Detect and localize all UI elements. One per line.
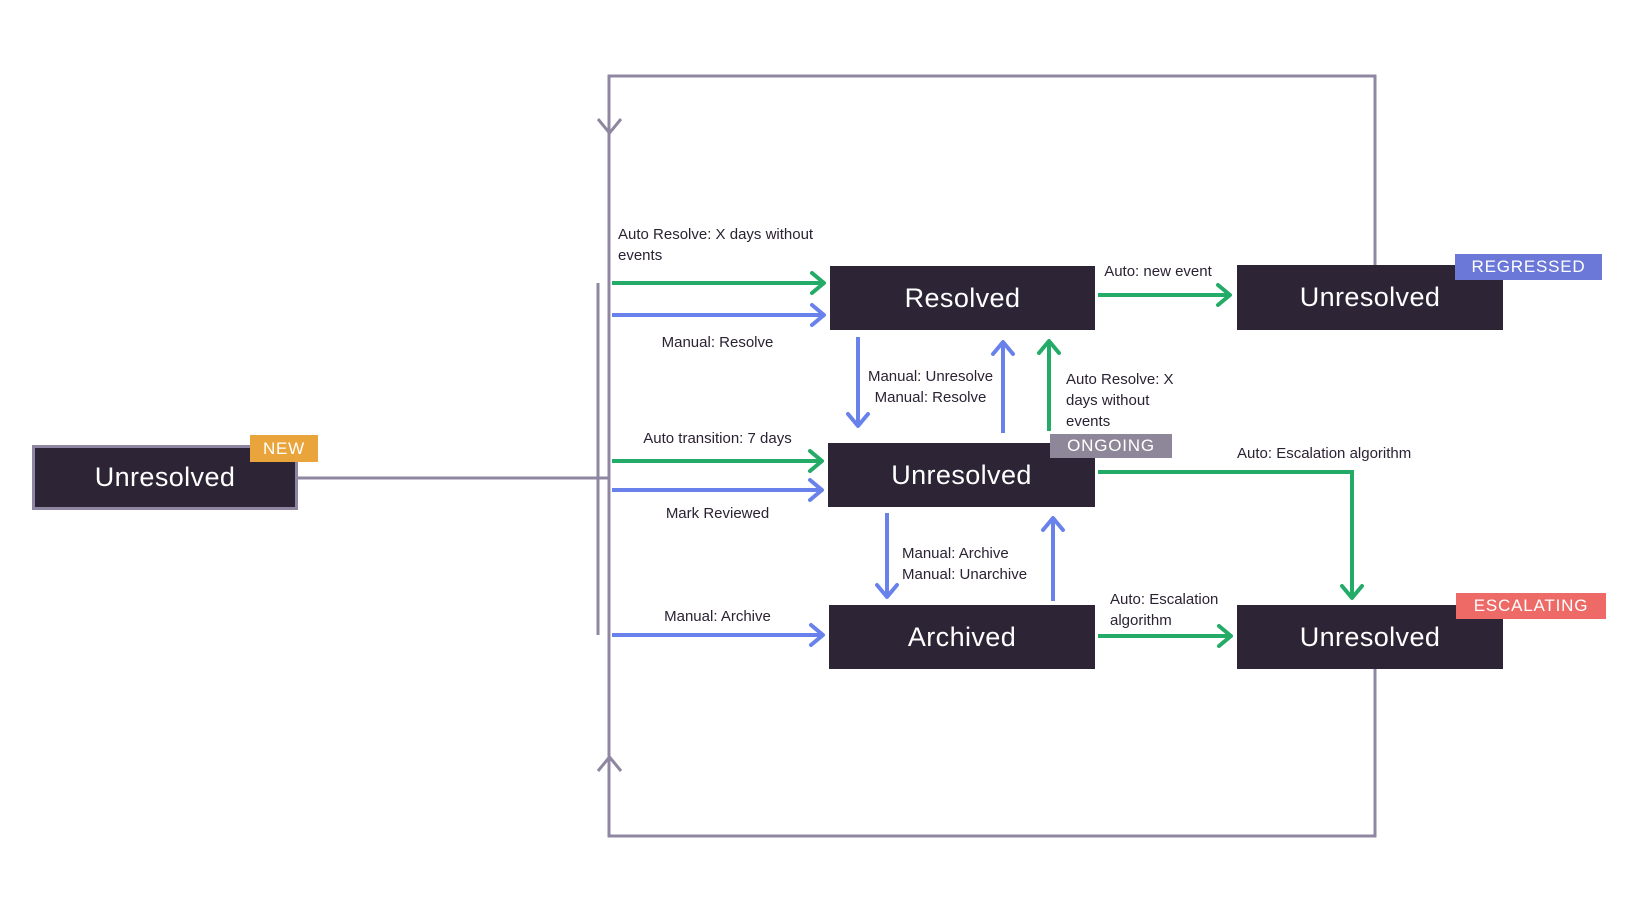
loop-rectangle	[607, 74, 1377, 838]
edge-label-manual-archive: Manual: Archive	[902, 545, 1009, 562]
status-badge-escalating: ESCALATING	[1456, 593, 1606, 619]
edge-label-manual-unarchive: Manual: Unarchive	[902, 566, 1028, 583]
node-label: Unresolved	[94, 462, 236, 492]
edge-label-auto-escalation-top: Auto: Escalation algorithm	[1237, 445, 1412, 462]
loop-arrow-up-icon	[596, 754, 623, 772]
edge-label-mark-reviewed: Mark Reviewed	[665, 505, 770, 522]
loop-arrow-down-icon	[596, 118, 623, 136]
edge-label-manual-unresolve: Manual: Unresolve	[867, 368, 994, 385]
edge-label-manual-unresolve-resolve: Manual: Unresolve Manual: Resolve	[858, 366, 1003, 408]
edge-label-manual-resolve-left: Manual: Resolve	[661, 334, 774, 351]
node-label: Unresolved	[891, 459, 1032, 490]
node-resolved: Resolved	[830, 266, 1095, 330]
node-label: Resolved	[904, 282, 1021, 313]
node-label: Unresolved	[1299, 282, 1441, 312]
edge-label-auto-resolve-right: Auto Resolve: X days without events	[1066, 371, 1174, 430]
auto-edges	[612, 271, 1364, 648]
edge-label-auto-transition: Auto transition: 7 days	[643, 430, 792, 447]
edge-label-manual-archive-unarchive: Manual: Archive Manual: Unarchive	[902, 543, 1052, 585]
edge-label-auto-resolve-left: Auto Resolve: X days without events	[618, 226, 814, 264]
manual-edges	[612, 303, 1065, 647]
edge-label-manual-archive-left: Manual: Archive	[664, 608, 771, 625]
loop-edges	[298, 74, 1377, 838]
edge-auto-escalation-top	[1098, 470, 1364, 600]
status-badge-regressed: REGRESSED	[1455, 254, 1602, 280]
edge-label-manual-resolve: Manual: Resolve	[874, 389, 987, 406]
node-label: Archived	[907, 621, 1017, 652]
edge-label-auto-new-event: Auto: new event	[1104, 263, 1212, 280]
status-badge-new: NEW	[250, 435, 318, 462]
status-badge-ongoing: ONGOING	[1050, 434, 1172, 458]
node-archived: Archived	[829, 605, 1095, 669]
edge-label-auto-escalation-bottom: Auto: Escalation algorithm	[1110, 591, 1219, 629]
node-label: Unresolved	[1299, 621, 1441, 652]
